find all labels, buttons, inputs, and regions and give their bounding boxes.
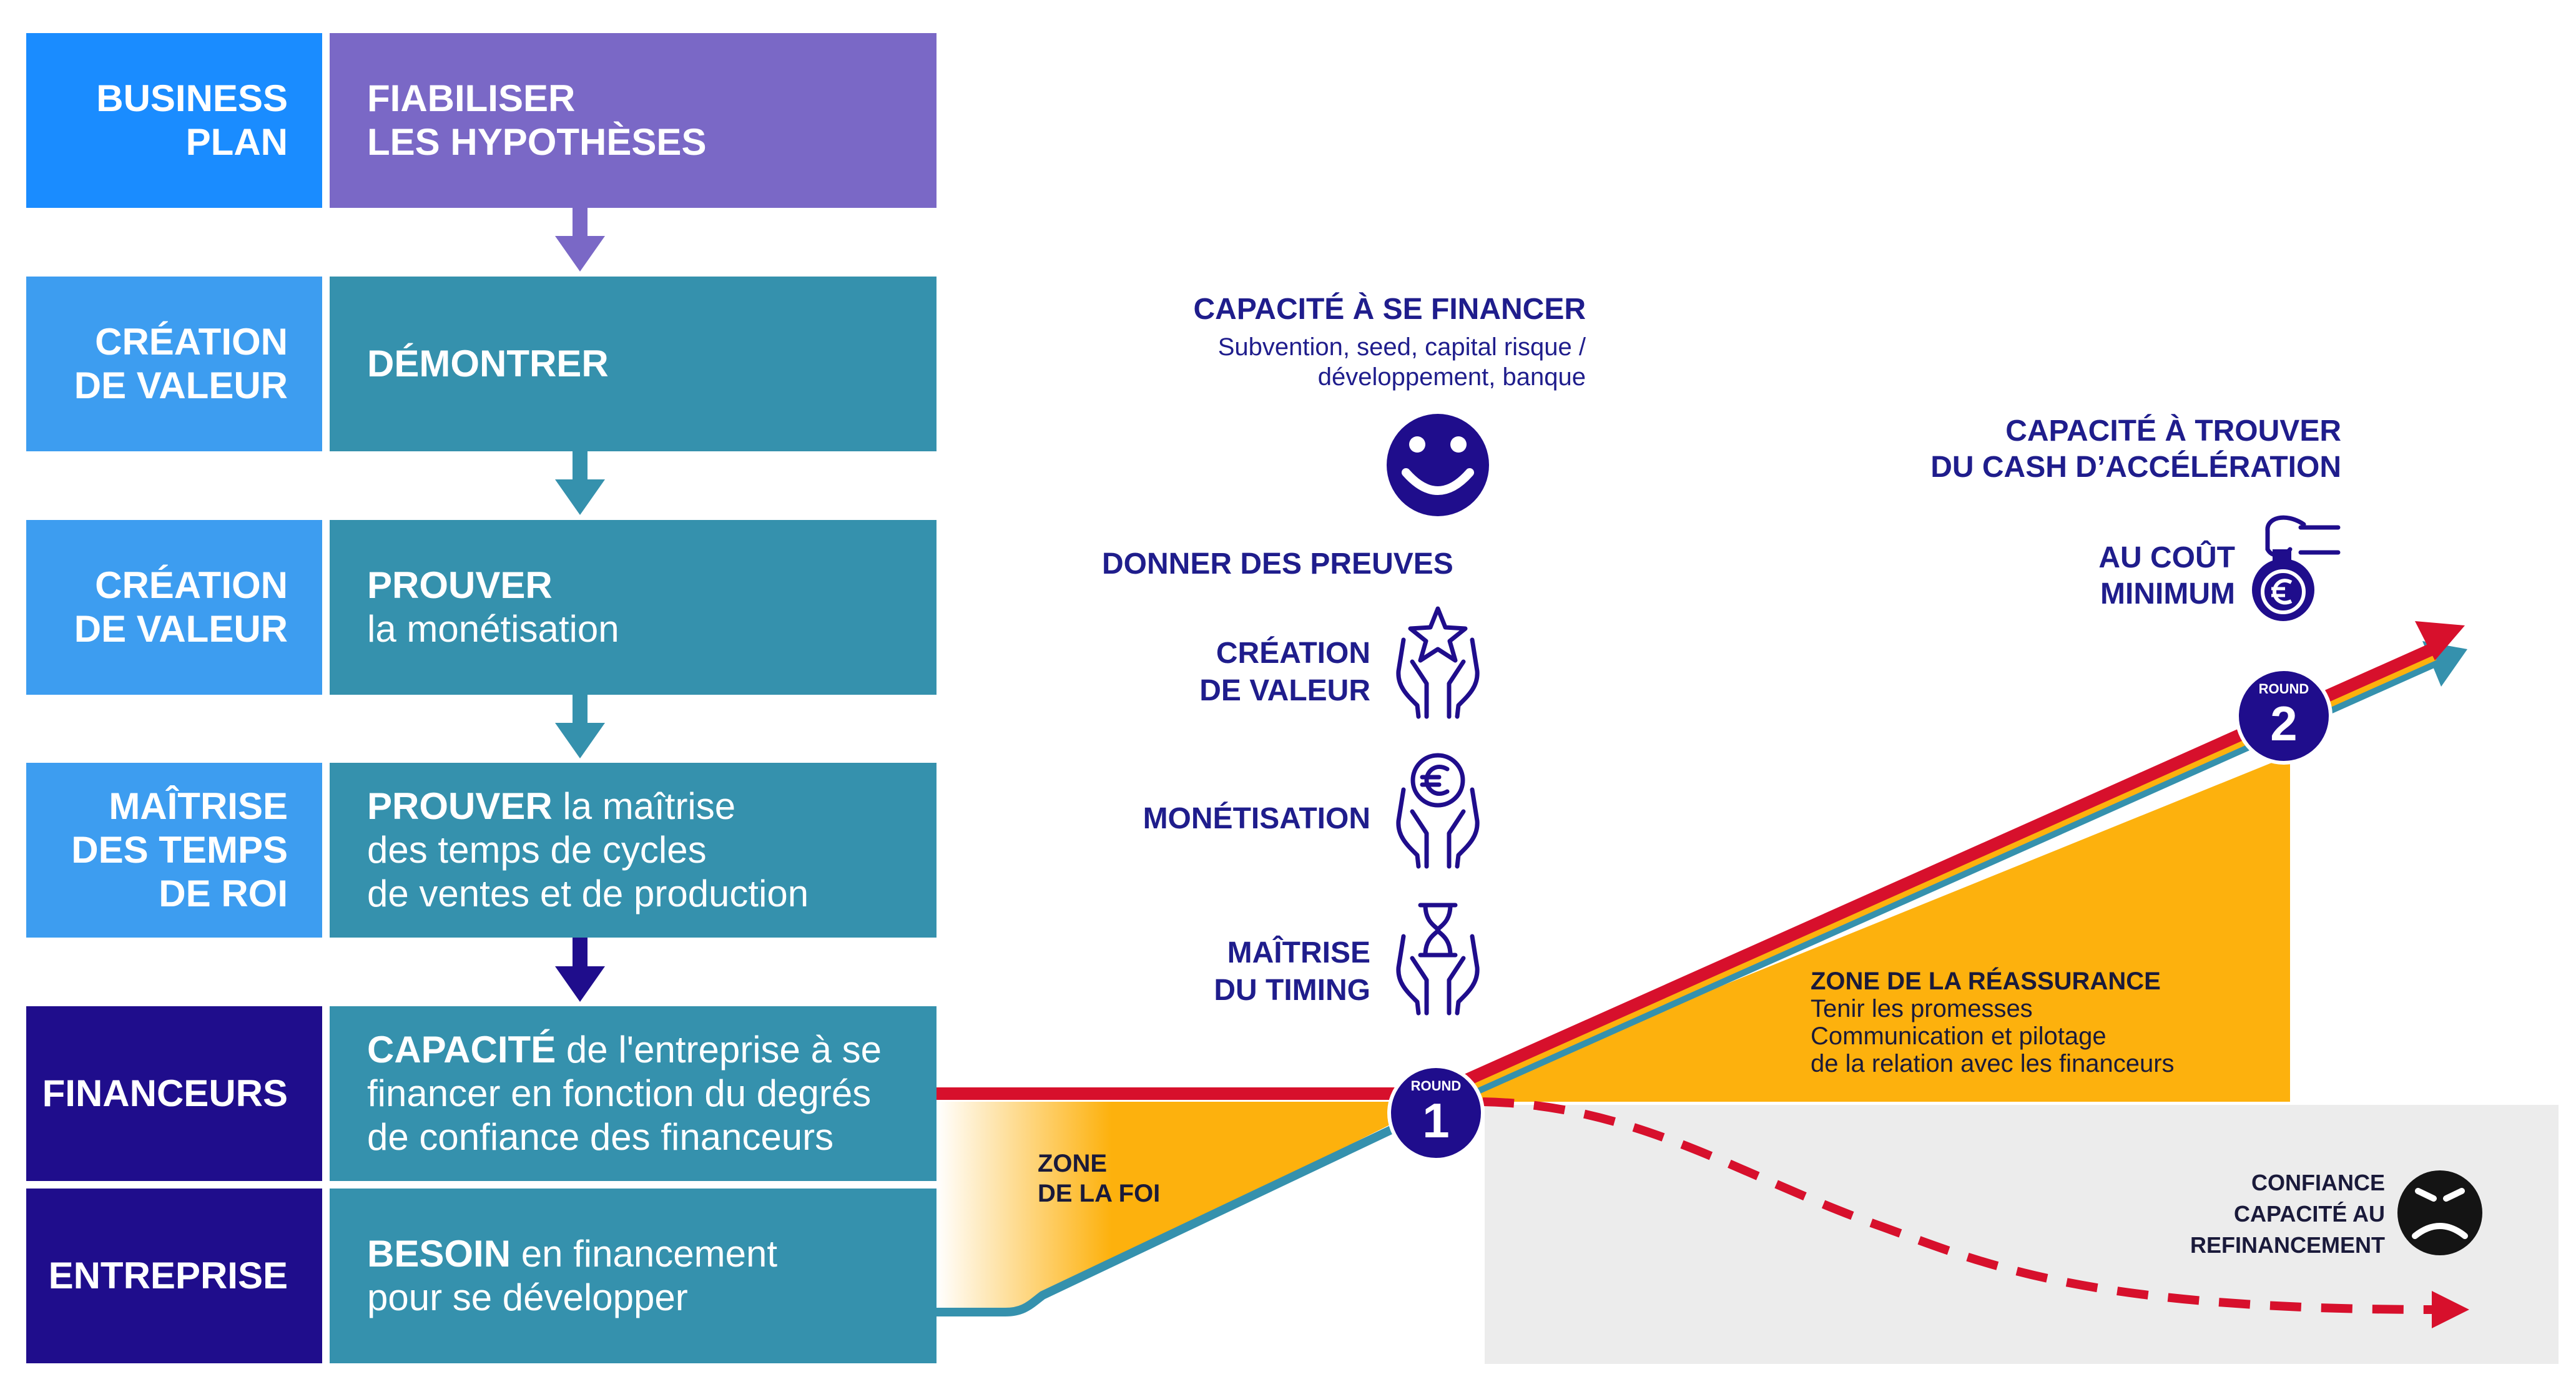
row-text-bold: BESOIN — [367, 1233, 511, 1275]
hands-star-icon — [1396, 606, 1480, 719]
row-label-creation-valeur-1: CRÉATION DE VALEUR — [26, 277, 322, 451]
capacity-subtitle-line: Subvention, seed, capital risque / — [1217, 333, 1586, 361]
row-label-creation-valeur-2: CRÉATION DE VALEUR — [26, 520, 322, 695]
zone-foi-area — [937, 1102, 1436, 1311]
row-label-line: DES TEMPS — [71, 829, 288, 871]
zone-reassurance-line: Communication et pilotage — [1811, 1022, 2107, 1050]
proof-item-line: MAÎTRISE — [1227, 936, 1370, 969]
flow-arrow — [555, 451, 605, 515]
row-text-line: pour se développer — [367, 1277, 688, 1318]
row-label-line: DE ROI — [159, 873, 288, 914]
proof-item-line: DU TIMING — [1214, 974, 1370, 1007]
confiance-line: CONFIANCE — [2251, 1170, 2385, 1195]
cash-title: CAPACITÉ À TROUVER DU CASH D’ACCÉLÉRATIO… — [1811, 413, 2341, 486]
red-arrowhead — [2415, 621, 2465, 660]
row-label-line: PLAN — [185, 121, 288, 163]
grey-zone — [1485, 1105, 2559, 1364]
row-text-line: de confiance des financeurs — [367, 1116, 834, 1158]
row-text-demontrer: DÉMONTRER — [330, 277, 937, 451]
flow-arrow — [555, 938, 605, 1002]
confiance-line: CAPACITÉ AU — [2234, 1201, 2385, 1227]
round-1-label: ROUND 1 — [1389, 1078, 1483, 1147]
cash-title-line: DU CASH D’ACCÉLÉRATION — [1930, 451, 2341, 484]
smiley-icon — [1387, 414, 1489, 516]
round-1-number: 1 — [1422, 1093, 1450, 1148]
zone-reassurance-line: de la relation avec les financeurs — [1811, 1050, 2175, 1077]
round-2-label: ROUND 2 — [2237, 681, 2331, 750]
row-text-prouver-monetisation: PROUVER la monétisation — [330, 520, 937, 695]
row-text-bold: PROUVER — [367, 785, 553, 827]
row-text-line: LES HYPOTHÈSES — [367, 121, 707, 163]
proof-item-creation-valeur: CRÉATION DE VALEUR — [1061, 635, 1370, 710]
row-text-prouver-maitrise: PROUVER la maîtrise des temps de cycles … — [330, 763, 937, 938]
cash-cost: AU COÛT MINIMUM — [1998, 540, 2235, 612]
row-text-fiabiliser: FIABILISER LES HYPOTHÈSES — [330, 33, 937, 208]
proof-item-maitrise-timing: MAÎTRISE DU TIMING — [1061, 934, 1370, 1009]
row-text-reg: de l'entreprise à se — [556, 1029, 882, 1071]
row-label-financeurs: FINANCEURS — [26, 1006, 322, 1181]
proof-item-monetisation: MONÉTISATION — [1061, 800, 1370, 838]
row-label-line: ENTREPRISE — [48, 1255, 288, 1296]
money-bag-icon — [2252, 515, 2341, 621]
row-label-line: DE VALEUR — [74, 365, 288, 406]
cash-cost-line: MINIMUM — [2100, 577, 2235, 610]
hands-hourglass-icon — [1396, 903, 1480, 1016]
sad-face-icon — [2397, 1170, 2482, 1255]
round-2-badge — [2235, 667, 2333, 765]
zone-reassurance-title: ZONE DE LA RÉASSURANCE — [1811, 968, 2161, 995]
capacity-title: CAPACITÉ À SE FINANCER — [1193, 293, 1586, 326]
round-1-badge — [1387, 1064, 1485, 1162]
row-text-bold: CAPACITÉ — [367, 1029, 556, 1071]
row-text-reg: la maîtrise — [552, 785, 736, 827]
cash-cost-line: AU COÛT — [2098, 541, 2235, 574]
row-text-line: PROUVER — [367, 564, 553, 606]
zone-foi-label: ZONE DE LA FOI — [1038, 1149, 1225, 1208]
teal-growth-line — [937, 659, 2437, 1316]
row-text-capacite: CAPACITÉ de l'entreprise à se financer e… — [330, 1006, 937, 1181]
row-text-line: PROUVER la maîtrise — [367, 785, 937, 828]
row-text-line: la monétisation — [367, 608, 619, 650]
red-dashed-arrowhead — [2432, 1291, 2469, 1328]
row-label-maitrise-temps: MAÎTRISE DES TEMPS DE ROI — [26, 763, 322, 938]
capacity-subtitle: Subvention, seed, capital risque / dével… — [1061, 332, 1586, 392]
round-2-word: ROUND — [2258, 681, 2309, 697]
capacity-subtitle-line: développement, banque — [1317, 363, 1586, 391]
row-label-line: MAÎTRISE — [109, 785, 288, 827]
row-label-business-plan: BUSINESS PLAN — [26, 33, 322, 208]
row-label-line: BUSINESS — [96, 77, 288, 119]
row-text-line: FIABILISER — [367, 77, 576, 119]
row-text-line: financer en fonction du degrés — [367, 1072, 872, 1114]
hands-euro-icon — [1396, 753, 1480, 869]
flow-arrow — [555, 695, 605, 758]
round-2-number: 2 — [2270, 696, 2298, 751]
row-label-line: FINANCEURS — [42, 1072, 288, 1114]
round-1-word: ROUND — [1410, 1078, 1462, 1094]
row-label-line: CRÉATION — [95, 564, 288, 606]
row-text-line: BESOIN en financement — [367, 1232, 937, 1276]
proof-item-line: CRÉATION — [1216, 637, 1370, 670]
zone-reassurance-label: ZONE DE LA RÉASSURANCE Tenir les promess… — [1811, 968, 2260, 1077]
row-text-line: DÉMONTRER — [367, 343, 609, 385]
row-label-line: CRÉATION — [95, 321, 288, 363]
confiance-label: CONFIANCE CAPACITÉ AU REFINANCEMENT — [2110, 1167, 2385, 1261]
row-label-entreprise: ENTREPRISE — [26, 1189, 322, 1363]
proof-item-line: MONÉTISATION — [1143, 802, 1370, 835]
cash-title-line: CAPACITÉ À TROUVER — [2005, 414, 2341, 448]
row-text-line: de ventes et de production — [367, 873, 809, 914]
row-text-reg: en financement — [511, 1233, 777, 1275]
flow-arrow — [555, 208, 605, 272]
zone-foi-line: DE LA FOI — [1038, 1180, 1161, 1207]
red-dashed-curve — [1482, 1097, 2436, 1314]
proof-item-line: DE VALEUR — [1199, 674, 1370, 707]
row-label-line: DE VALEUR — [74, 608, 288, 650]
row-text-line: des temps de cycles — [367, 829, 707, 871]
row-text-line: CAPACITÉ de l'entreprise à se — [367, 1028, 937, 1072]
proofs-title: DONNER DES PREUVES — [1102, 547, 1453, 581]
row-text-besoin: BESOIN en financement pour se développer — [330, 1189, 937, 1363]
zone-foi-line: ZONE — [1038, 1150, 1108, 1177]
confiance-line: REFINANCEMENT — [2190, 1232, 2385, 1258]
zone-reassurance-line: Tenir les promesses — [1811, 995, 2033, 1022]
